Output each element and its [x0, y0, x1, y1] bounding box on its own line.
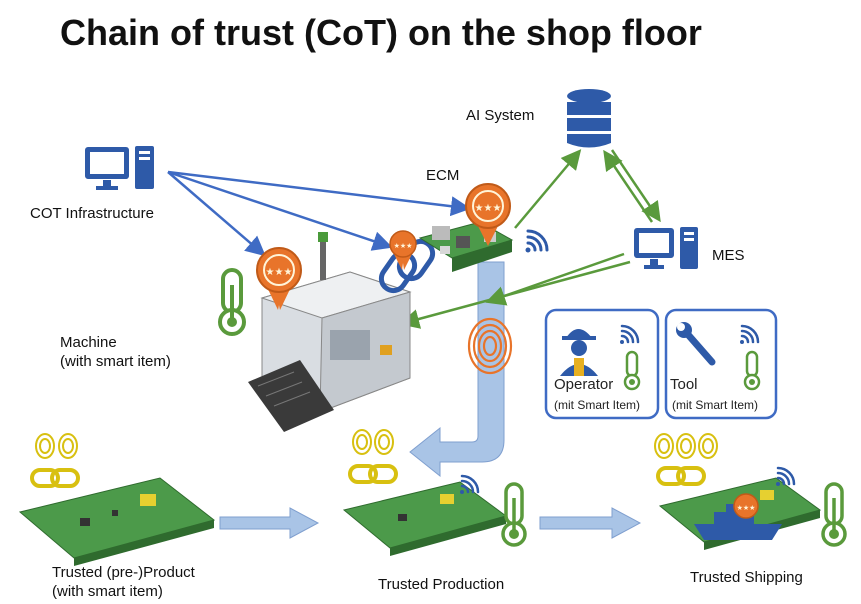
- tool-sub-label: (mit Smart Item): [672, 398, 758, 412]
- link-trust-badge-icon: ★★★: [389, 230, 417, 270]
- operator-wifi-icon: [620, 324, 640, 344]
- pre-product-pcb-image: [18, 477, 216, 566]
- ai-database-icon: [567, 89, 611, 148]
- fingerprint-icon: [467, 317, 513, 375]
- cot-infrastructure-label: COT Infrastructure: [30, 205, 154, 222]
- tool-thermometer-icon: [743, 350, 761, 391]
- ecm-to-ai-arrow: [514, 149, 582, 229]
- machine-label-line1: Machine: [60, 334, 117, 351]
- mes-to-machine-arrow: [399, 260, 631, 329]
- operator-label: Operator: [554, 376, 614, 393]
- ai-system-label: AI System: [466, 107, 535, 124]
- cot-to-machine-arrow: [167, 171, 266, 257]
- ecm-wifi-icon: [525, 229, 549, 253]
- wrench-icon: [676, 322, 716, 366]
- ecm-trust-badge-icon: ★★★: [465, 183, 511, 246]
- cot-infrastructure-computer-icon: [85, 146, 154, 190]
- production-chain-icon: [348, 464, 398, 484]
- svg-text:★★★: ★★★: [394, 242, 413, 250]
- shipping-chain-icon: [656, 466, 706, 486]
- cot-to-link-arrow: [167, 170, 393, 251]
- machine-label: Machine (with smart item): [60, 333, 171, 371]
- production-pcb-image: [342, 481, 508, 556]
- ai-to-mes-arrow: [610, 149, 661, 223]
- svg-text:★★★: ★★★: [737, 504, 756, 512]
- shipping-label: Trusted Shipping: [690, 569, 803, 586]
- shipping-thermometer-icon: [821, 482, 847, 547]
- pre-product-label-line1: Trusted (pre-)Product: [52, 564, 195, 581]
- machine-label-line2: (with smart item): [60, 353, 171, 370]
- ecm-label: ECM: [426, 167, 460, 184]
- pre-product-label: Trusted (pre-)Product (with smart item): [52, 563, 195, 601]
- operator-card: [544, 308, 660, 420]
- operator-sub-label: (mit Smart Item): [554, 398, 640, 412]
- cot-to-ecm-arrow: [167, 170, 471, 217]
- flow-arrow-production-to-shipping: [539, 507, 642, 539]
- mes-to-ai-arrow: [603, 149, 654, 223]
- production-fingerprint-icon: [352, 429, 394, 455]
- machine-image: [248, 232, 412, 432]
- mes-computer-icon: [634, 227, 698, 269]
- shipping-wifi-icon: [776, 466, 796, 486]
- shipping-trust-badge-icon: ★★★: [733, 493, 759, 519]
- tool-wifi-icon: [740, 324, 760, 344]
- production-wifi-icon: [460, 474, 480, 494]
- tool-label: Tool: [670, 376, 698, 393]
- pre-product-label-line2: (with smart item): [52, 583, 163, 600]
- mes-label: MES: [712, 247, 745, 264]
- pre-product-chain-icon: [30, 468, 80, 488]
- production-label: Trusted Production: [378, 576, 505, 593]
- ecm-to-production-arrow: [409, 261, 505, 478]
- flow-arrow-product-to-production: [219, 507, 320, 539]
- svg-text:★★★: ★★★: [475, 203, 502, 214]
- operator-thermometer-icon: [623, 350, 641, 391]
- machine-thermometer-icon: [218, 268, 246, 336]
- shipping-fingerprint-icon: [654, 433, 718, 459]
- svg-text:★★★: ★★★: [266, 267, 293, 278]
- pre-product-fingerprint-icon: [35, 433, 78, 459]
- page-title: Chain of trust (CoT) on the shop floor: [60, 12, 702, 53]
- machine-trust-badge-icon: ★★★: [256, 247, 302, 310]
- production-thermometer-icon: [501, 482, 527, 547]
